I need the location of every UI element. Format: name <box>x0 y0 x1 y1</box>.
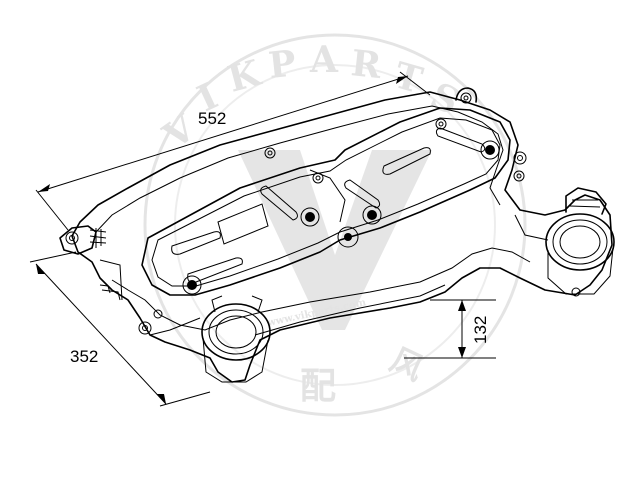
bolt <box>344 233 352 241</box>
slot <box>187 257 243 283</box>
mount-hole <box>312 172 324 184</box>
left-connector <box>59 225 107 255</box>
mount-hole <box>153 309 163 319</box>
housing-inner-outline <box>95 105 504 233</box>
svg-text:K: K <box>223 52 266 101</box>
cover-plate <box>141 107 511 296</box>
bolt <box>485 145 495 155</box>
housing-outline <box>71 91 613 383</box>
svg-text:V: V <box>155 106 204 158</box>
slot <box>344 179 381 209</box>
bolt <box>367 210 377 220</box>
svg-text:P: P <box>267 42 298 87</box>
top-tab <box>455 87 478 103</box>
mount-hole <box>435 118 447 130</box>
watermark-v-mark <box>238 150 432 330</box>
slot <box>435 127 486 153</box>
slot <box>382 147 431 175</box>
dimension-552: 552 <box>35 71 431 231</box>
svg-text:A: A <box>309 39 339 81</box>
mount-hole <box>138 321 152 335</box>
dimension-352: 352 <box>29 251 211 407</box>
mount-hole <box>513 151 527 165</box>
mount-hole <box>264 147 276 159</box>
mount-hole <box>571 287 581 297</box>
watermark-ring-outer <box>143 33 527 417</box>
dimension-length-label: 552 <box>198 109 226 128</box>
bolt <box>305 212 315 222</box>
slot <box>260 185 298 221</box>
svg-text:S: S <box>424 74 466 123</box>
svg-text:风: 风 <box>384 340 429 388</box>
svg-text:配: 配 <box>300 365 336 407</box>
slot <box>171 231 221 255</box>
right-port <box>545 187 615 295</box>
oil-cooler-part <box>59 87 615 383</box>
label-window <box>217 203 269 245</box>
watermark-ring-inner <box>174 64 496 386</box>
mount-hole <box>460 92 472 104</box>
svg-text:R: R <box>349 42 384 87</box>
bolt <box>187 280 197 290</box>
mount-hole <box>513 170 525 182</box>
dimension-132: 132 <box>404 299 496 359</box>
front-port <box>201 295 271 383</box>
dimension-height-label: 132 <box>471 316 490 344</box>
dimension-width-label: 352 <box>70 347 98 366</box>
